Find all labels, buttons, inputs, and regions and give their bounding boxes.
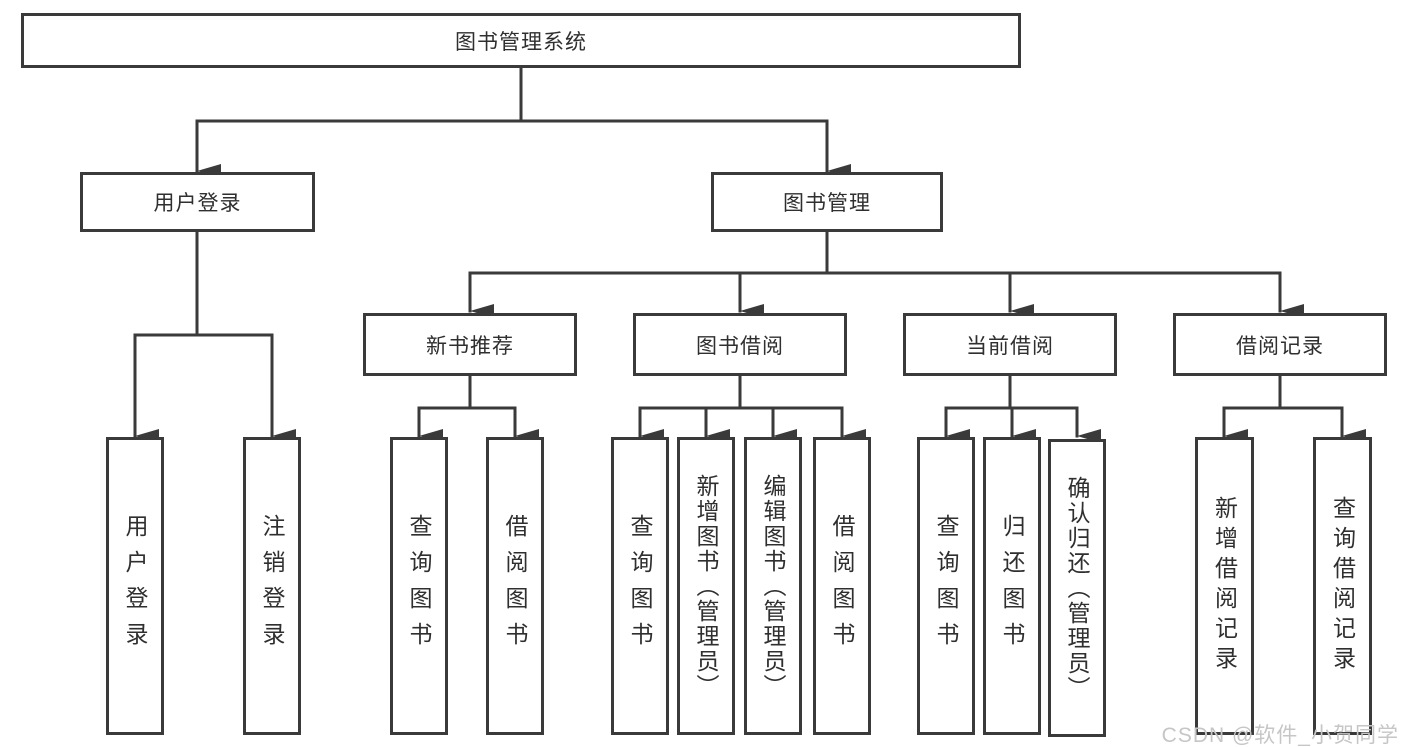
trunk-book-borrow: [638, 374, 844, 410]
trunk-book-management: [468, 230, 1282, 275]
leaf-cb-return-books: 归还图书: [983, 437, 1041, 735]
leaf-bb-add-books-admin-label: 新增图书（管理员）: [693, 473, 719, 699]
trunk-root-to-level2: [195, 66, 829, 123]
leaf-bb-edit-books-admin: 编辑图书（管理员）: [744, 437, 802, 735]
leaf-bb-borrow-books: 借阅图书: [813, 437, 871, 735]
leaf-br-query-borrow-record: 查询借阅记录: [1313, 437, 1372, 735]
node-root-book-management-system: 图书管理系统: [21, 13, 1021, 68]
leaf-bb-query-books-label: 查询图书: [627, 514, 653, 658]
node-new-book-recommend: 新书推荐: [363, 313, 577, 376]
leaf-cb-confirm-return-admin-label: 确认归还（管理员）: [1064, 475, 1090, 701]
node-user-login-group: 用户登录: [80, 172, 315, 232]
leaf-cb-query-books-label: 查询图书: [933, 514, 959, 658]
trunk-current-borrow: [944, 374, 1079, 410]
leaf-bb-add-books-admin: 新增图书（管理员）: [677, 437, 735, 735]
leaf-nbr-borrow-books: 借阅图书: [486, 437, 544, 735]
leaf-bb-edit-books-admin-label: 编辑图书（管理员）: [760, 473, 786, 699]
leaf-bb-query-books: 查询图书: [611, 437, 669, 735]
node-book-borrow: 图书借阅: [633, 313, 847, 376]
trunk-new-book-recommend: [417, 374, 517, 410]
leaf-cb-query-books: 查询图书: [917, 437, 975, 735]
trunk-borrow-records: [1222, 374, 1344, 410]
leaf-br-add-borrow-record-label: 新增借阅记录: [1211, 496, 1238, 676]
leaf-bb-borrow-books-label: 借阅图书: [829, 514, 855, 658]
leaf-cb-return-books-label: 归还图书: [999, 514, 1025, 658]
node-book-management-group: 图书管理: [711, 172, 943, 232]
leaf-cb-confirm-return-admin: 确认归还（管理员）: [1048, 439, 1106, 737]
leaf-nbr-borrow-books-label: 借阅图书: [502, 514, 528, 658]
node-current-borrow: 当前借阅: [903, 313, 1117, 376]
trunk-user-login-group: [133, 230, 274, 337]
leaf-logout-label: 注销登录: [259, 514, 285, 658]
leaf-logout: 注销登录: [243, 437, 301, 735]
leaf-user-login: 用户登录: [106, 437, 164, 735]
node-borrow-records: 借阅记录: [1173, 313, 1387, 376]
leaf-br-add-borrow-record: 新增借阅记录: [1195, 437, 1254, 735]
csdn-watermark: CSDN @软件_小贺同学: [1161, 724, 1399, 747]
leaf-br-query-borrow-record-label: 查询借阅记录: [1329, 496, 1356, 676]
leaf-nbr-query-books: 查询图书: [390, 437, 448, 735]
leaf-user-login-label: 用户登录: [122, 514, 148, 658]
leaf-nbr-query-books-label: 查询图书: [406, 514, 432, 658]
